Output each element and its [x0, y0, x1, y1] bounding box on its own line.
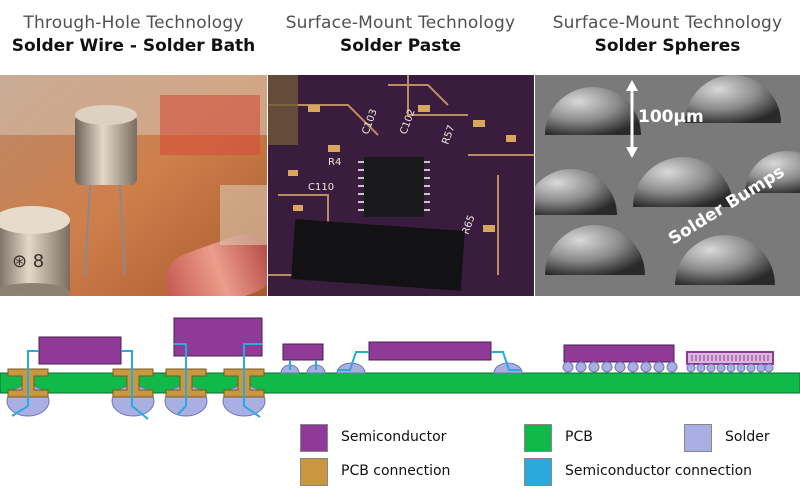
legend-label: PCB: [565, 429, 593, 445]
through-hole-assembly: [6, 317, 266, 420]
legend-label: Semiconductor: [341, 429, 447, 445]
semiconductor-lead: [11, 350, 39, 417]
legend-swatch: [684, 424, 712, 452]
legend-label: PCB connection: [341, 463, 451, 479]
svg-text:C110: C110: [308, 182, 334, 193]
pcb-board: [0, 372, 800, 394]
photo-smt-circuit-board: C103 C102 R57 R4 C110 R65: [268, 75, 534, 296]
bga-assembly: [562, 344, 774, 373]
semiconductor-lead: [174, 343, 187, 415]
smt-paste-assembly: [280, 341, 523, 374]
legend-label: Solder: [725, 429, 770, 445]
svg-text:R4: R4: [328, 157, 341, 168]
semiconductor-lead: [121, 350, 149, 420]
semiconductor-chip: [563, 344, 675, 363]
photo-through-hole-components: ⊛ 8: [0, 75, 267, 296]
technology-label: Surface-Mount Technology: [552, 13, 783, 33]
column-header-through-hole: Through-Hole Technology Solder Wire - So…: [0, 0, 267, 75]
technology-label: Through-Hole Technology: [23, 13, 244, 33]
semiconductor-chip: [173, 317, 263, 357]
legend-swatch: [300, 424, 328, 452]
semiconductor-lead: [243, 343, 262, 418]
technology-label: Surface-Mount Technology: [285, 13, 516, 33]
column-header-smt-paste: Surface-Mount Technology Solder Paste: [267, 0, 534, 75]
scale-label: 100µm: [638, 107, 704, 127]
legend-label: Semiconductor connection: [565, 463, 753, 479]
semiconductor-chip: [282, 343, 324, 361]
legend-swatch: [524, 424, 552, 452]
method-label: Solder Spheres: [594, 36, 741, 56]
semiconductor-chip: [368, 341, 492, 361]
method-label: Solder Wire - Solder Bath: [11, 36, 256, 56]
photo-solder-bumps-sem: 100µm Solder Bumps: [535, 75, 800, 296]
svg-text:⊛ 8: ⊛ 8: [12, 251, 44, 272]
method-label: Solder Paste: [339, 36, 461, 56]
semiconductor-chip: [38, 336, 122, 365]
legend-swatch: [300, 458, 328, 486]
cross-section-diagram: [0, 317, 800, 420]
column-header-smt-spheres: Surface-Mount Technology Solder Spheres: [534, 0, 800, 75]
legend-swatch: [524, 458, 552, 486]
